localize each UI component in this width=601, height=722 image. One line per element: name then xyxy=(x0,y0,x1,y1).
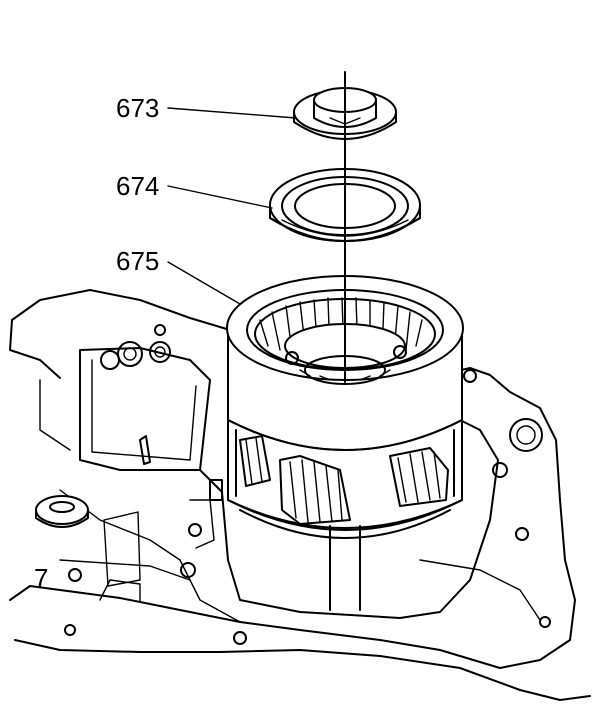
leader-line-673 xyxy=(167,107,297,119)
callout-674: 674 xyxy=(116,171,273,209)
callout-label-675: 675 xyxy=(116,246,159,276)
leader-line-675 xyxy=(167,261,241,305)
callout-673: 673 xyxy=(116,93,297,123)
leader-line-674 xyxy=(167,185,273,209)
loose-washer xyxy=(35,495,89,528)
ring-gear-675 xyxy=(226,275,464,611)
edge-label: 7 xyxy=(34,563,48,593)
callout-label-674: 674 xyxy=(116,171,159,201)
callout-675: 675 xyxy=(116,246,241,305)
callout-label-673: 673 xyxy=(116,93,159,123)
